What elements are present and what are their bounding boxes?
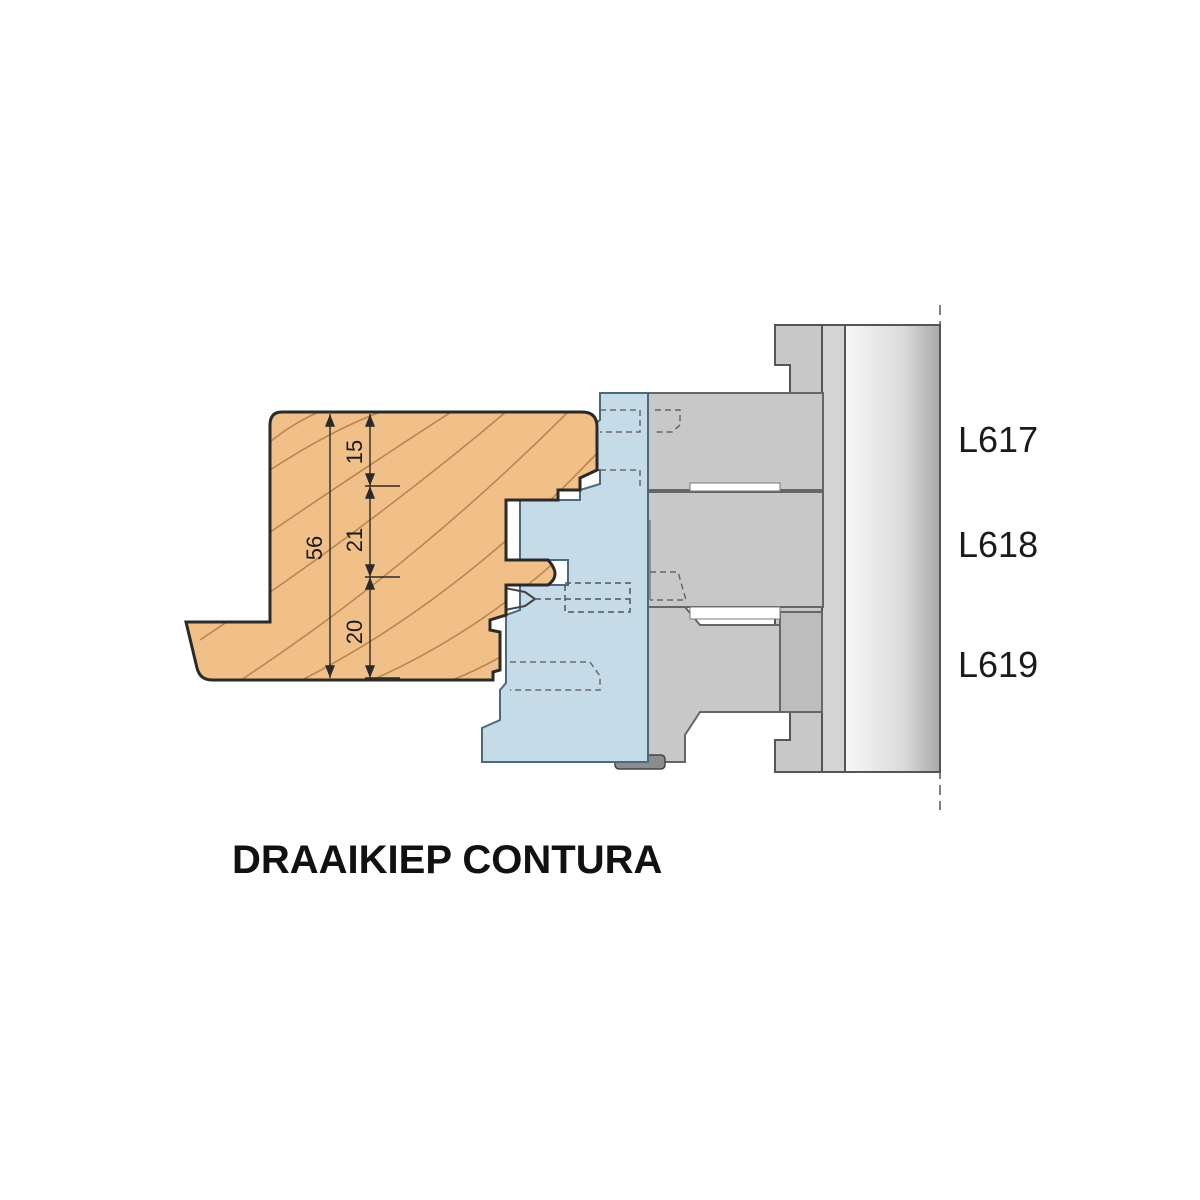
tool-code-3: L619 bbox=[958, 644, 1038, 685]
dimension-labels: 56 15 21 20 bbox=[302, 440, 367, 644]
dim-bottom-label: 20 bbox=[342, 620, 367, 644]
cutter-body bbox=[614, 324, 846, 773]
dim-total-label: 56 bbox=[302, 536, 327, 560]
tool-code-1: L617 bbox=[958, 419, 1038, 460]
dim-middle-label: 21 bbox=[342, 528, 367, 552]
tool-code-2: L618 bbox=[958, 524, 1038, 565]
spindle bbox=[844, 305, 941, 810]
diagram-title: DRAAIKIEP CONTURA bbox=[232, 838, 662, 882]
tool-codes: L617 L618 L619 bbox=[958, 419, 1038, 685]
dim-top-label: 15 bbox=[342, 440, 367, 464]
dimension-lines bbox=[324, 414, 400, 679]
